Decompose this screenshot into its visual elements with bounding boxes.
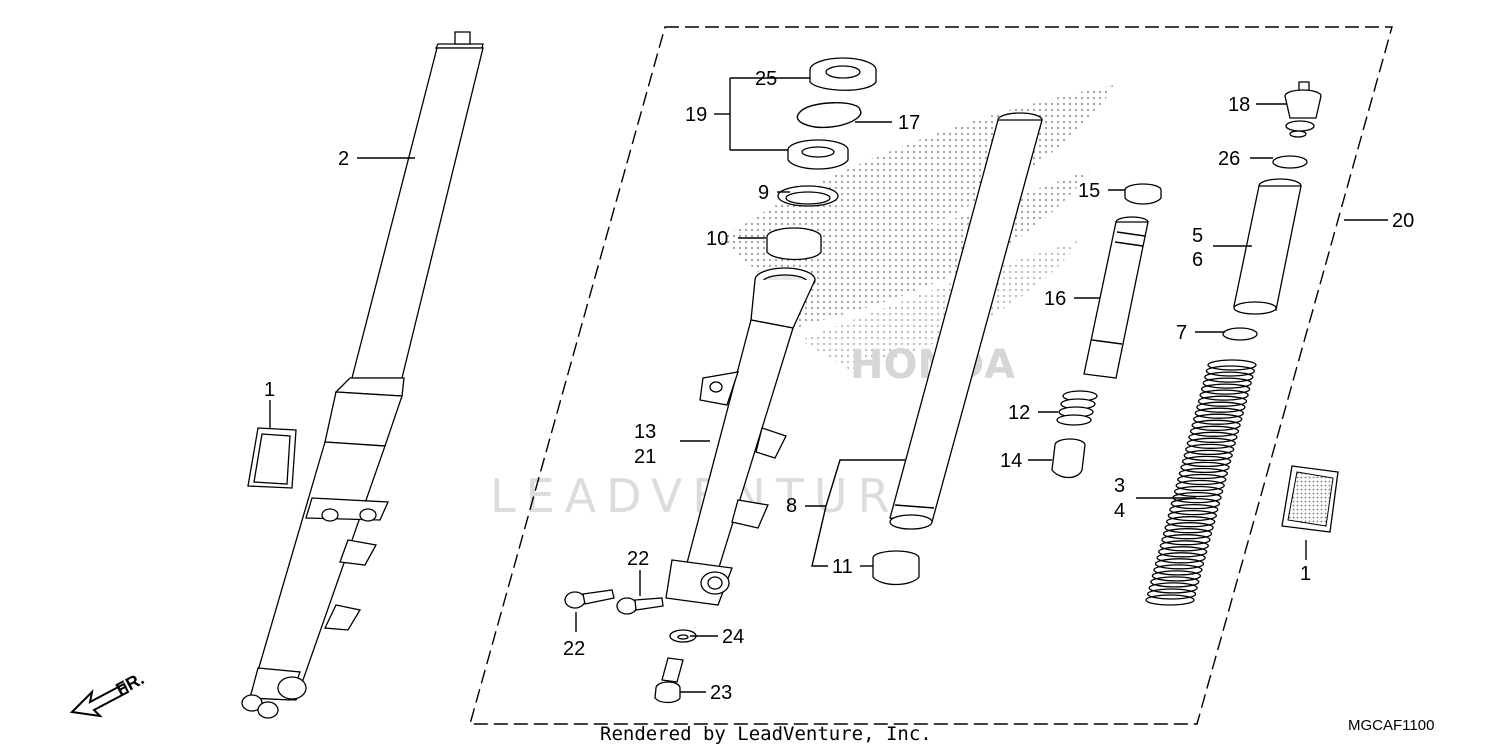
- callout-23: 23: [710, 682, 732, 704]
- front-direction-arrow: FR.: [69, 668, 147, 718]
- part-24-gasket: [669, 629, 697, 643]
- spring-coil: [1205, 365, 1256, 377]
- slider-pad-right: [1281, 465, 1339, 533]
- spring-coil: [1180, 461, 1230, 474]
- spring-coil: [1186, 437, 1236, 449]
- callout-18: 18: [1228, 94, 1250, 116]
- spring-coil: [1202, 377, 1252, 389]
- callout-5: 5: [1192, 225, 1203, 247]
- callout-26: 26: [1218, 148, 1240, 170]
- spring-coil: [1158, 546, 1208, 558]
- callout-12: 12: [1008, 402, 1030, 424]
- part-15-oil-lock-piece: [1124, 183, 1162, 205]
- rendered-by-footer: Rendered by LeadVenture, Inc.: [600, 723, 932, 745]
- part-13-fork-slider: [665, 267, 816, 606]
- spring-coil: [1194, 407, 1244, 419]
- callout-9: 9: [758, 182, 769, 204]
- callout-1-left: 1: [264, 379, 275, 401]
- part-12-rebound-spring: [1056, 390, 1098, 426]
- callout-22-upper: 22: [627, 548, 649, 570]
- slider-pad-left: [247, 427, 297, 489]
- spring-coil: [1193, 413, 1243, 425]
- spring-coil: [1196, 401, 1246, 413]
- spring-coil: [1178, 467, 1229, 480]
- callout-14: 14: [1000, 450, 1022, 472]
- spring-coil: [1164, 522, 1214, 534]
- part-17-stopper-ring: [796, 102, 862, 129]
- spring-coil: [1146, 588, 1197, 600]
- part-5-spacer: [1233, 178, 1302, 315]
- callout-20: 20: [1392, 210, 1414, 232]
- diagram-code: MGCAF1100: [1348, 717, 1434, 734]
- callout-1-right: 1: [1300, 563, 1311, 585]
- callout-17: 17: [898, 112, 920, 134]
- spring-coil: [1167, 509, 1217, 522]
- spring-coil: [1162, 528, 1213, 540]
- callout-3: 3: [1114, 475, 1125, 497]
- spring-coil: [1151, 570, 1202, 582]
- spring-coil: [1200, 383, 1251, 395]
- spring-coil: [1161, 534, 1211, 546]
- part-19-oil-seal: [787, 139, 849, 170]
- spring-coil: [1154, 558, 1205, 570]
- spring-coil: [1183, 449, 1233, 462]
- spring-coil: [1173, 485, 1224, 498]
- part-22-bolt-a: [564, 589, 615, 609]
- spring-coil: [1145, 594, 1195, 606]
- callout-7: 7: [1176, 322, 1187, 344]
- part-22-bolt-b: [616, 597, 664, 615]
- part-25-dust-seal: [809, 57, 877, 91]
- spring-coil: [1153, 564, 1203, 576]
- part-11-slide-bushing: [872, 550, 920, 586]
- leader-lines: [269, 77, 1388, 693]
- callout-6: 6: [1192, 249, 1203, 271]
- assembly-frame: [469, 26, 1393, 725]
- spring-coil: [1188, 431, 1238, 443]
- part-8-fork-pipe: [889, 112, 1043, 530]
- spring-coil: [1169, 503, 1219, 516]
- spring-coil: [1156, 552, 1206, 564]
- fork-assembly-left: [241, 31, 484, 719]
- part-10-slide-bushing: [766, 227, 822, 261]
- spring-coil: [1204, 371, 1254, 383]
- spring-coil: [1150, 576, 1200, 588]
- callout-2: 2: [338, 148, 349, 170]
- callout-13: 13: [634, 421, 656, 443]
- part-16-fork-piston: [1083, 216, 1149, 379]
- part-14-oil-lock: [1051, 438, 1086, 479]
- spring-coil: [1207, 359, 1257, 371]
- callout-8: 8: [786, 495, 797, 517]
- spring-coil: [1189, 425, 1240, 437]
- part-9-back-up-ring: [777, 185, 839, 207]
- part-18-fork-bolt: [1284, 81, 1322, 138]
- callout-19: 19: [685, 104, 707, 126]
- callout-15: 15: [1078, 180, 1100, 202]
- spring-coil: [1170, 497, 1221, 510]
- part-7-spring-seat: [1222, 327, 1258, 341]
- callout-10: 10: [706, 228, 728, 250]
- callout-11: 11: [832, 556, 853, 578]
- part-26-o-ring: [1272, 155, 1308, 169]
- spring-coil: [1185, 443, 1235, 456]
- callout-25: 25: [755, 68, 777, 90]
- spring-coil: [1148, 582, 1198, 594]
- spring-coil: [1199, 389, 1249, 401]
- spring-coil: [1159, 540, 1209, 552]
- callout-24: 24: [722, 626, 744, 648]
- spring-coil: [1177, 473, 1227, 486]
- callout-22-lower: 22: [563, 638, 585, 660]
- callout-4: 4: [1114, 500, 1125, 522]
- callout-16: 16: [1044, 288, 1066, 310]
- spring-coil: [1166, 516, 1216, 528]
- spring-coil: [1191, 419, 1241, 431]
- spring-coil: [1175, 479, 1225, 492]
- part-23-socket-bolt: [654, 657, 684, 704]
- spring-coil: [1181, 455, 1232, 468]
- part-3-fork-spring: [1145, 359, 1257, 606]
- spring-coil: [1197, 395, 1248, 407]
- callout-21: 21: [634, 446, 656, 468]
